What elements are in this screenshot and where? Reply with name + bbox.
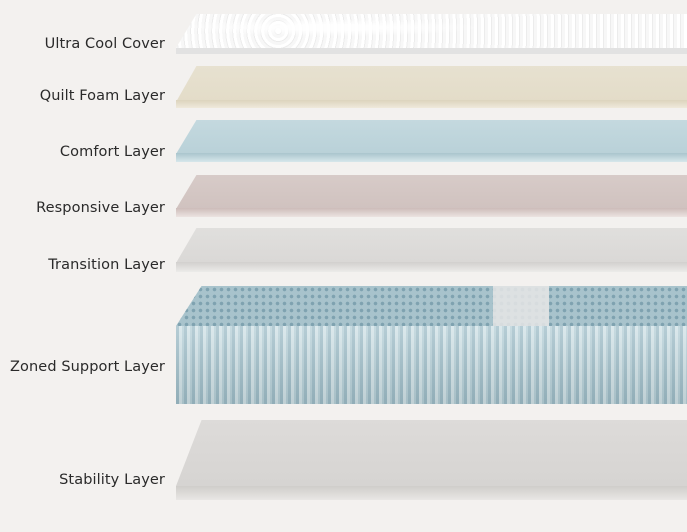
quilt-top-surface xyxy=(176,66,687,102)
layer-comfort xyxy=(176,120,687,162)
quilt-edge xyxy=(176,100,687,108)
responsive-top-surface xyxy=(176,175,687,209)
comfort-edge xyxy=(176,153,687,162)
layer-zoned-support xyxy=(176,286,687,404)
transition-top-surface xyxy=(176,228,687,263)
label-stability-layer: Stability Layer xyxy=(59,472,165,488)
layer-stability xyxy=(176,420,687,500)
transition-edge xyxy=(176,262,687,272)
comfort-top-surface xyxy=(176,120,687,154)
layer-quilt-foam xyxy=(176,66,687,108)
responsive-edge xyxy=(176,208,687,217)
label-transition-layer: Transition Layer xyxy=(48,257,165,273)
layer-transition xyxy=(176,228,687,272)
label-ultra-cool-cover: Ultra Cool Cover xyxy=(44,36,165,52)
label-zoned-support-layer: Zoned Support Layer xyxy=(10,359,165,375)
stability-edge xyxy=(176,486,687,500)
stability-top-surface xyxy=(176,420,687,486)
cover-edge xyxy=(176,48,687,54)
cover-top-surface xyxy=(176,14,687,48)
label-comfort-layer: Comfort Layer xyxy=(59,144,165,160)
support-top-coils xyxy=(176,286,687,326)
support-coil-side xyxy=(176,326,687,404)
label-quilt-foam-layer: Quilt Foam Layer xyxy=(39,88,165,104)
layer-ultra-cool-cover xyxy=(176,14,687,54)
layer-responsive xyxy=(176,175,687,217)
label-responsive-layer: Responsive Layer xyxy=(36,200,165,216)
